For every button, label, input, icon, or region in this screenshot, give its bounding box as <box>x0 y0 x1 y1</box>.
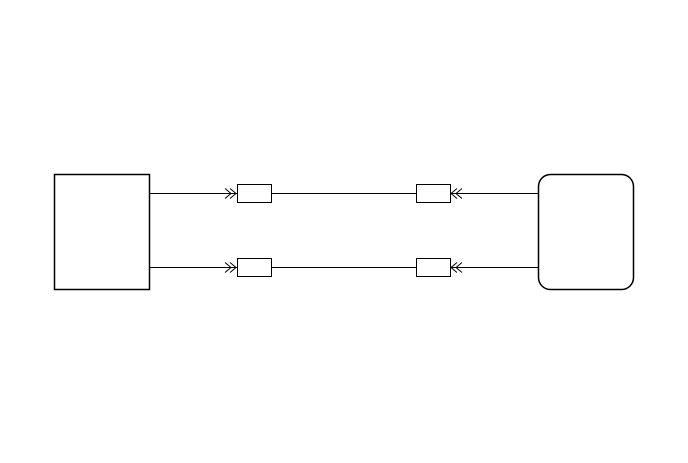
chevron-left-icon <box>450 262 458 273</box>
chevron-right-icon <box>224 188 232 199</box>
left-block[interactable] <box>53 173 151 291</box>
chevron-left-icon <box>455 188 463 199</box>
link-bottom <box>150 258 538 277</box>
chevron-right-icon <box>224 262 232 273</box>
inline-connector[interactable] <box>237 184 272 203</box>
link-top <box>150 184 538 203</box>
chevron-left-icon <box>450 188 458 199</box>
chevron-right-icon <box>229 188 237 199</box>
inline-connector[interactable] <box>416 258 451 277</box>
chevron-right-icon <box>229 262 237 273</box>
chevron-left-icon <box>455 262 463 273</box>
inline-connector[interactable] <box>416 184 451 203</box>
right-block[interactable] <box>537 173 635 291</box>
inline-connector[interactable] <box>237 258 272 277</box>
